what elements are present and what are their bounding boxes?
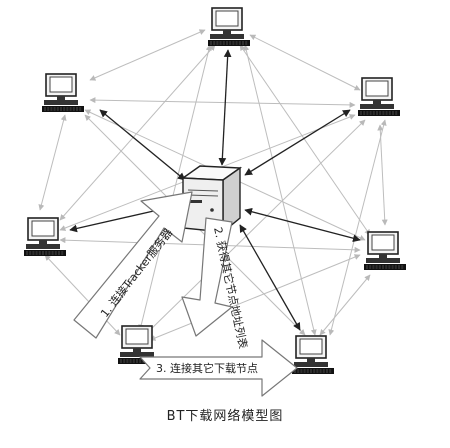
step3-label: 3. 连接其它下载节点 — [156, 361, 258, 375]
peer-pc-top-icon — [207, 7, 251, 47]
peer-pc-upper-left-icon — [41, 73, 85, 113]
step3-arrow — [139, 339, 298, 397]
peer-pc-bottom-right-icon — [291, 335, 335, 375]
diagram-caption: BT下载网络模型图 — [166, 409, 284, 424]
step1-label: 1. 连接Tracker服务器 — [98, 226, 175, 320]
step2-arrow — [181, 217, 233, 337]
peer-pc-upper-right-icon — [357, 77, 401, 117]
peer-pc-right-icon — [363, 231, 407, 271]
peer-pc-left-icon — [23, 217, 67, 257]
step1-arrow — [73, 191, 193, 339]
